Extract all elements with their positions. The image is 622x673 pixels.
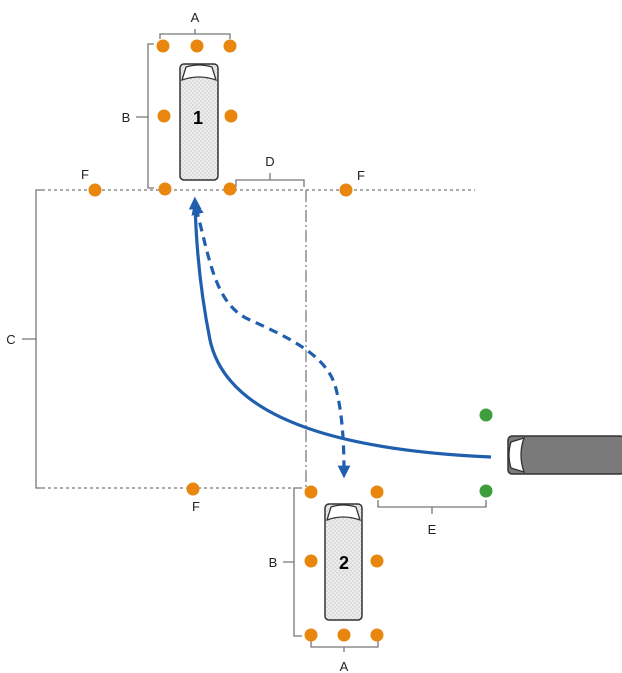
- cones: [88, 39, 493, 642]
- cone-right-mid-1: [224, 109, 238, 123]
- cone-green-upper: [479, 408, 493, 422]
- cone-top-3: [223, 39, 237, 53]
- vehicle-2-body: [324, 503, 363, 621]
- vehicle-2: 2: [324, 503, 363, 621]
- vehicle-1-windshield: [180, 64, 218, 82]
- cone-top-1: [156, 39, 170, 53]
- bracket-b-top: [136, 43, 154, 189]
- bracket-a-bottom: [310, 641, 379, 652]
- brackets: [22, 29, 487, 652]
- label-b-bottom: B: [269, 555, 278, 570]
- label-d: D: [265, 154, 274, 169]
- bracket-e: [377, 500, 487, 514]
- label-b-top: B: [122, 110, 131, 125]
- vehicle-1: 1: [179, 63, 219, 181]
- cone-f-right-top: [339, 183, 353, 197]
- bracket-c: [22, 189, 44, 489]
- label-a-top: A: [191, 10, 200, 25]
- label-f-bottom: F: [192, 499, 200, 514]
- cone-f-bottom: [186, 482, 200, 496]
- cone-top-2: [190, 39, 204, 53]
- label-e: E: [428, 522, 437, 537]
- cone-bottom-1: [304, 628, 318, 642]
- label-c: C: [6, 332, 15, 347]
- vehicle-2-number: 2: [339, 553, 349, 573]
- dashed-path-arrow: [191, 201, 351, 479]
- cone-right-mid-2: [370, 554, 384, 568]
- cone-f-left-top: [88, 183, 102, 197]
- approaching-vehicle-body: [507, 435, 622, 475]
- cone-left-mid-1: [157, 109, 171, 123]
- label-f-right-top: F: [357, 168, 365, 183]
- reference-lines: [36, 189, 475, 489]
- cone-left-front-2: [304, 485, 318, 499]
- vehicle-2-windshield: [325, 504, 362, 522]
- cone-left-rear-1: [158, 182, 172, 196]
- bracket-d: [235, 173, 305, 187]
- label-a-bottom: A: [340, 659, 349, 673]
- bracket-a-top: [159, 29, 231, 39]
- cone-right-front-2: [370, 485, 384, 499]
- cone-left-mid-2: [304, 554, 318, 568]
- vehicle-1-body: [179, 63, 219, 181]
- cone-bottom-2: [337, 628, 351, 642]
- cone-bottom-3: [370, 628, 384, 642]
- approaching-vehicle-windshield: [508, 436, 526, 474]
- approaching-vehicle: [507, 435, 622, 475]
- label-f-left-top: F: [81, 167, 89, 182]
- cone-green-lower: [479, 484, 493, 498]
- bracket-b-bottom: [283, 487, 302, 637]
- cone-right-rear-1: [223, 182, 237, 196]
- vehicle-1-number: 1: [193, 108, 203, 128]
